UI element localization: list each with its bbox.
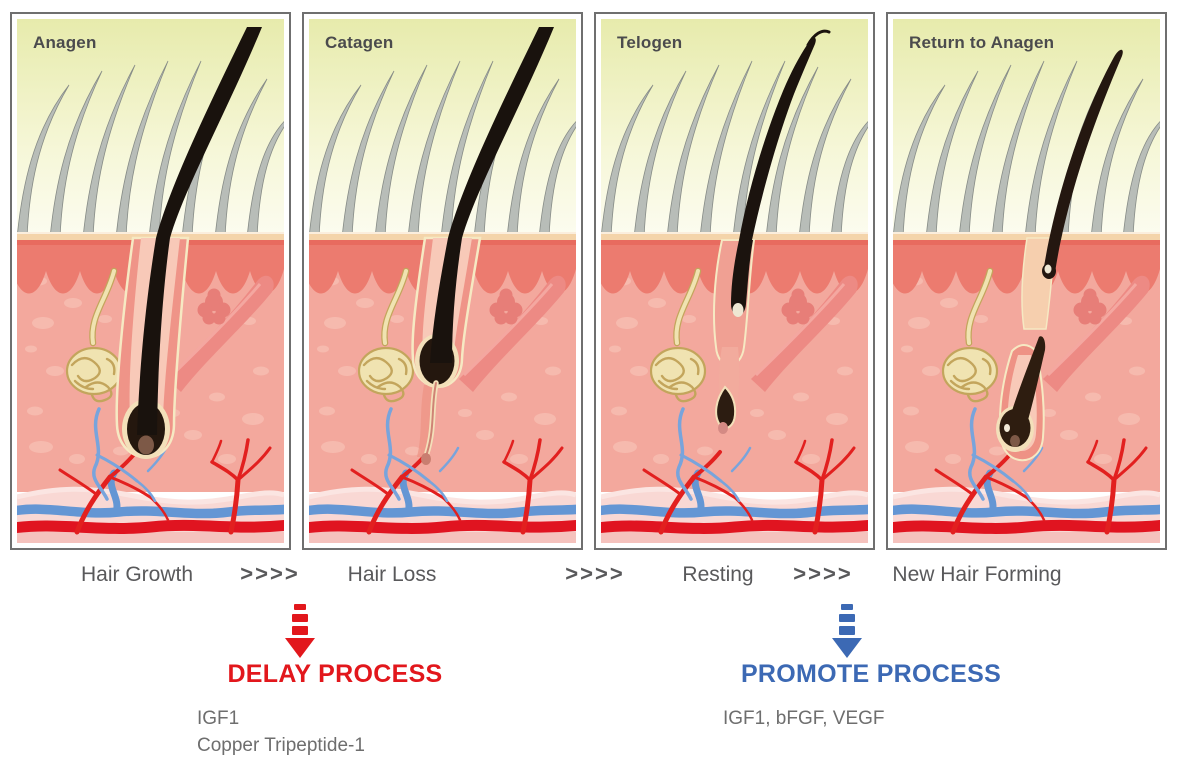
- stage-panels-row: Anagen: [10, 12, 1167, 550]
- shaved-hairs-above-skin: [601, 60, 868, 239]
- red-vessel-horizontal: [309, 519, 576, 534]
- sebaceous-gland: [65, 267, 123, 403]
- skin-surface: [601, 232, 868, 240]
- delay-process-items: IGF1 Copper Tripeptide-1: [197, 705, 365, 759]
- blue-vessel-horizontal: [309, 504, 576, 519]
- hair-follicle: [713, 29, 831, 434]
- red-capillaries: [642, 438, 856, 535]
- blue-capillaries: [676, 407, 752, 503]
- red-vessel-horizontal: [601, 519, 868, 534]
- club-tip: [732, 303, 744, 317]
- sebaceous-gland: [649, 267, 707, 403]
- sebaceous-gland: [941, 267, 999, 403]
- dermal-papilla: [1010, 435, 1020, 447]
- delay-item-copper-tripeptide: Copper Tripeptide-1: [197, 735, 365, 756]
- blue-capillaries: [92, 407, 168, 503]
- skin-surface: [309, 232, 576, 240]
- panel-anagen: Anagen: [10, 12, 291, 550]
- caption-hair-loss: Hair Loss: [347, 563, 437, 586]
- epidermis-splat: [489, 288, 523, 325]
- dermis-texture: [901, 276, 1145, 464]
- red-capillaries: [350, 438, 564, 535]
- arrector-pili-muscle: [1043, 275, 1150, 392]
- panel-return-to-anagen: Return to Anagen: [886, 12, 1167, 550]
- blue-vessel-horizontal: [17, 504, 284, 519]
- skin-cross-section: [309, 19, 576, 543]
- promote-item-growth-factors: IGF1, bFGF, VEGF: [723, 708, 885, 729]
- arrow-head: [285, 638, 315, 658]
- skin-cross-section: [893, 19, 1160, 543]
- panel-illustration-return: [893, 19, 1160, 543]
- arrector-pili-muscle: [167, 275, 274, 392]
- epidermis-splat: [781, 288, 815, 325]
- panel-illustration-anagen: [17, 19, 284, 543]
- club-hair-shaft: [739, 37, 816, 240]
- hair-shaft: [137, 27, 262, 435]
- red-vessel-horizontal: [17, 519, 284, 534]
- blue-capillaries: [384, 407, 460, 503]
- arrow-dash: [841, 604, 853, 610]
- panel-title-anagen: Anagen: [33, 33, 97, 52]
- dermal-papilla: [718, 422, 728, 434]
- caption-resting: Resting: [682, 563, 754, 586]
- flow-chevron-separator-2: >>>>: [565, 561, 625, 586]
- skin-surface: [893, 232, 1160, 240]
- dermal-papilla: [138, 435, 154, 455]
- dermal-papilla: [421, 453, 431, 465]
- arrector-pili-muscle: [751, 275, 858, 392]
- skin-cross-section: [601, 19, 868, 543]
- arrow-head: [832, 638, 862, 658]
- red-vessel-horizontal: [893, 519, 1160, 534]
- shaved-hairs-above-skin: [17, 60, 284, 239]
- flow-chevron-separator-1: >>>>: [240, 561, 300, 586]
- hair-shaft: [430, 27, 554, 363]
- hair-follicle: [115, 27, 262, 459]
- caption-hair-growth: Hair Growth: [80, 563, 194, 586]
- arrow-dash: [292, 614, 308, 622]
- promote-arrow-icon: [832, 604, 862, 658]
- dermis-texture: [609, 276, 853, 464]
- red-capillaries: [934, 438, 1148, 535]
- arrow-dash: [839, 614, 855, 622]
- flow-chevron-separator-3: >>>>: [793, 561, 853, 586]
- blood-vessels: [17, 407, 284, 535]
- dermis-texture: [317, 276, 561, 464]
- epidermis-splat: [197, 288, 231, 325]
- promote-process-title: PROMOTE PROCESS: [740, 660, 1002, 688]
- skin-surface: [17, 232, 284, 240]
- panel-title-telogen: Telogen: [617, 33, 683, 52]
- arrector-pili-muscle: [459, 275, 566, 392]
- blood-vessels: [893, 407, 1160, 535]
- blue-vessel-horizontal: [601, 504, 868, 519]
- caption-new-hair-forming: New Hair Forming: [892, 563, 1062, 586]
- blue-vessel-horizontal: [893, 504, 1160, 519]
- epidermis-splat: [1073, 288, 1107, 325]
- panel-title-catagen: Catagen: [325, 33, 394, 52]
- sebaceous-gland: [357, 267, 415, 403]
- arrow-dash: [292, 626, 308, 635]
- hair-bulb: [999, 409, 1031, 447]
- old-club-hair: [1043, 49, 1123, 273]
- promote-process-items: IGF1, bFGF, VEGF: [723, 705, 885, 732]
- hair-follicle: [996, 49, 1123, 462]
- panel-catagen: Catagen: [302, 12, 583, 550]
- skin-cross-section: [17, 19, 284, 543]
- hair-follicle: [411, 27, 554, 465]
- secondary-germ: [715, 385, 737, 429]
- delay-arrow-icon: [285, 604, 315, 658]
- club-tip: [1044, 264, 1052, 274]
- red-capillaries: [58, 438, 272, 535]
- blood-vessels: [601, 407, 868, 535]
- arrow-dash: [839, 626, 855, 635]
- panel-illustration-telogen: [601, 19, 868, 543]
- delay-process-title: DELAY PROCESS: [227, 660, 443, 688]
- blood-vessels: [309, 407, 576, 535]
- panel-illustration-catagen: [309, 19, 576, 543]
- delay-item-igf1: IGF1: [197, 708, 240, 729]
- arrow-dash: [294, 604, 306, 610]
- panel-telogen: Telogen: [594, 12, 875, 550]
- shaved-hairs-above-skin: [309, 60, 576, 239]
- panel-title-return: Return to Anagen: [909, 33, 1055, 52]
- blue-capillaries: [968, 407, 1044, 503]
